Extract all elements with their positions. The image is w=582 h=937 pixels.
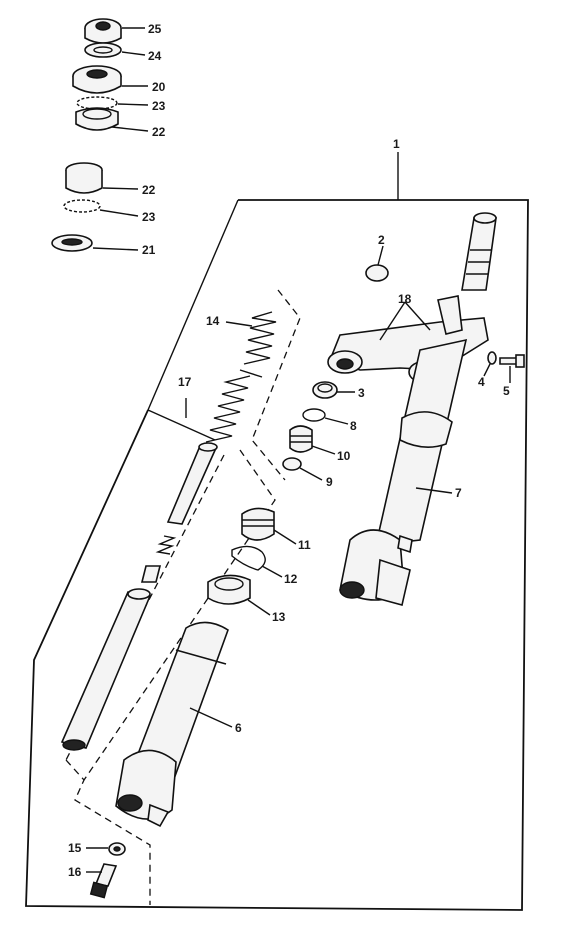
part-23-bearing-upper <box>76 96 149 110</box>
callout-labels: 25 24 20 23 22 22 23 21 1 2 18 14 17 3 4… <box>68 22 510 879</box>
part-5-bolt <box>499 354 525 383</box>
part-24-washer <box>84 42 146 58</box>
part-16-bolt <box>86 863 118 899</box>
label-12: 12 <box>284 572 298 586</box>
label-21: 21 <box>142 243 156 257</box>
label-25: 25 <box>148 22 162 36</box>
part-inner-tube <box>60 588 152 751</box>
label-9: 9 <box>326 475 333 489</box>
label-15: 15 <box>68 841 82 855</box>
part-9-ball <box>282 457 323 481</box>
part-oil-lock-piece <box>140 565 162 583</box>
label-4: 4 <box>478 375 485 389</box>
label-20: 20 <box>152 80 166 94</box>
part-7-outer-tube-right <box>339 338 468 606</box>
label-10: 10 <box>337 449 351 463</box>
part-10-piston <box>289 425 336 455</box>
label-1: 1 <box>393 137 400 151</box>
part-15-washer <box>86 842 126 856</box>
part-22-race-lower <box>65 162 139 194</box>
label-16: 16 <box>68 865 82 879</box>
part-22-race-upper <box>75 107 149 132</box>
label-2: 2 <box>378 233 385 247</box>
part-steering-stem <box>461 212 497 291</box>
part-3-bushing <box>312 381 355 399</box>
label-13: 13 <box>272 610 286 624</box>
label-6: 6 <box>235 721 242 735</box>
part-13-oil-seal <box>207 574 271 616</box>
part-4-washer <box>483 351 497 377</box>
label-11: 11 <box>298 538 311 552</box>
label-18: 18 <box>398 292 412 306</box>
part-rebound-spring <box>155 535 177 555</box>
label-17: 17 <box>178 375 192 389</box>
part-21-dust-seal <box>51 234 139 252</box>
part-18-bottom-bracket <box>327 295 489 384</box>
part-2-cap <box>365 245 389 282</box>
part-12-clip <box>231 545 283 578</box>
label-3: 3 <box>358 386 365 400</box>
part-23-bearing-lower <box>63 199 139 217</box>
part-20-lock-nut <box>72 65 148 94</box>
label-5: 5 <box>503 384 510 398</box>
part-17-damper-rod <box>166 398 218 525</box>
label-7: 7 <box>455 486 462 500</box>
label-22-lower: 22 <box>142 183 156 197</box>
label-22-upper: 22 <box>152 125 166 139</box>
label-14: 14 <box>206 314 220 328</box>
label-8: 8 <box>350 419 357 433</box>
part-8-circlip <box>302 408 349 425</box>
part-11-dust-boot <box>241 507 297 545</box>
assembly-frame <box>25 199 529 911</box>
label-24: 24 <box>148 49 162 63</box>
label-23-upper: 23 <box>152 99 166 113</box>
part-14-spring <box>205 311 277 443</box>
label-23-lower: 23 <box>142 210 156 224</box>
part-25-top-nut <box>84 18 145 44</box>
part-6-outer-tube-left <box>115 621 233 828</box>
